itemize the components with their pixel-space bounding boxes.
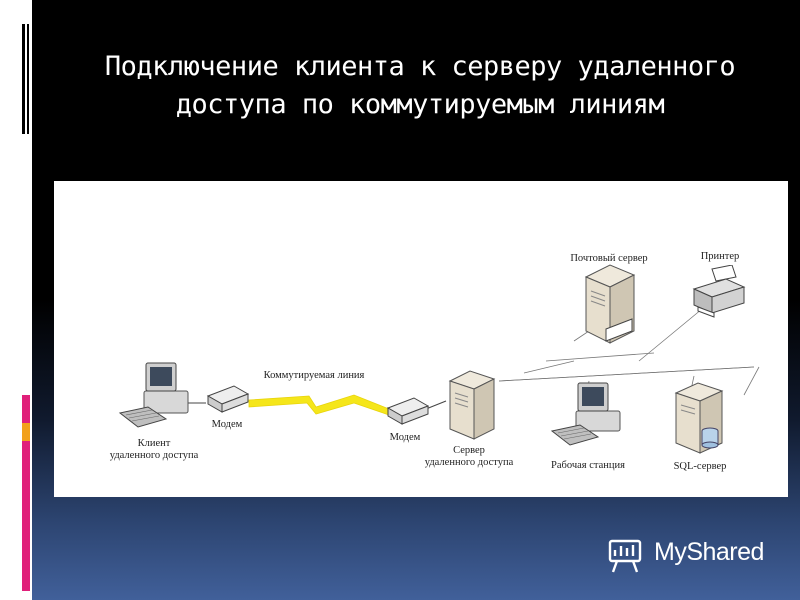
client-computer [118, 361, 190, 431]
workstation [550, 381, 622, 451]
desktop-computer-icon [550, 381, 622, 451]
dialup-line-lightning [249, 395, 394, 415]
sql-server-label: SQL-сервер [658, 461, 742, 473]
printer-label: Принтер [690, 251, 750, 263]
accent-strip-pink [22, 395, 30, 423]
slide-title-line1: Подключение клиента к серверу удаленного [60, 48, 780, 86]
accent-strip-orange [22, 423, 30, 441]
modem-icon [204, 384, 250, 414]
workstation-label: Рабочая станция [538, 460, 638, 472]
server-tower-icon [582, 263, 638, 347]
client-label-line2: удаленного доступа [104, 450, 204, 462]
client-label: Клиент удаленного доступа [104, 438, 204, 462]
client-label-line1: Клиент [104, 438, 204, 450]
printer-icon [688, 265, 748, 321]
network-diagram: Клиент удаленного доступа Модем Коммутир… [54, 181, 788, 497]
remote-server-label-line2: удаленного доступа [414, 457, 524, 469]
printer [688, 265, 748, 321]
database-server-icon [672, 381, 728, 457]
slide-title-line2: доступа по коммутируемым линиям [60, 86, 780, 124]
modem-right [384, 396, 430, 426]
remote-server-label-line1: Сервер [414, 445, 524, 457]
decorative-bars [0, 14, 40, 124]
presentation-board-icon [607, 536, 647, 576]
modem-left [204, 384, 250, 414]
myshared-watermark-text: MyShared [654, 538, 764, 567]
slide-title: Подключение клиента к серверу удаленного… [60, 48, 780, 124]
mail-server [582, 263, 638, 347]
server-tower-icon [446, 369, 498, 441]
dialup-line-label: Коммутируемая линия [254, 370, 374, 382]
lan-bus-upper [546, 353, 654, 361]
modem-icon [384, 396, 430, 426]
sql-server [672, 381, 728, 457]
desktop-computer-icon [118, 361, 190, 431]
modem-left-label: Модем [202, 419, 252, 431]
remote-server-label: Сервер удаленного доступа [414, 445, 524, 469]
accent-strip-pink-lower [22, 441, 30, 591]
modem-right-label: Модем [380, 432, 430, 444]
remote-access-server [446, 369, 498, 441]
